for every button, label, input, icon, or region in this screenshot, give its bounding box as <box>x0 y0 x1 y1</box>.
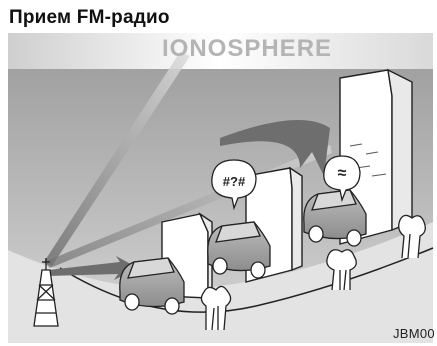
ionosphere-label: IONOSPHERE <box>162 35 332 63</box>
lost-signal-glyph: ≈ <box>338 165 347 182</box>
car-2-icon <box>208 222 270 278</box>
garbled-signal-glyph: #?# <box>223 174 246 189</box>
figure-code-label: JBM00 <box>393 326 435 341</box>
car-1-icon <box>120 258 184 314</box>
page-title: Прием FM-радио <box>9 7 170 29</box>
car-3-icon <box>304 190 366 246</box>
